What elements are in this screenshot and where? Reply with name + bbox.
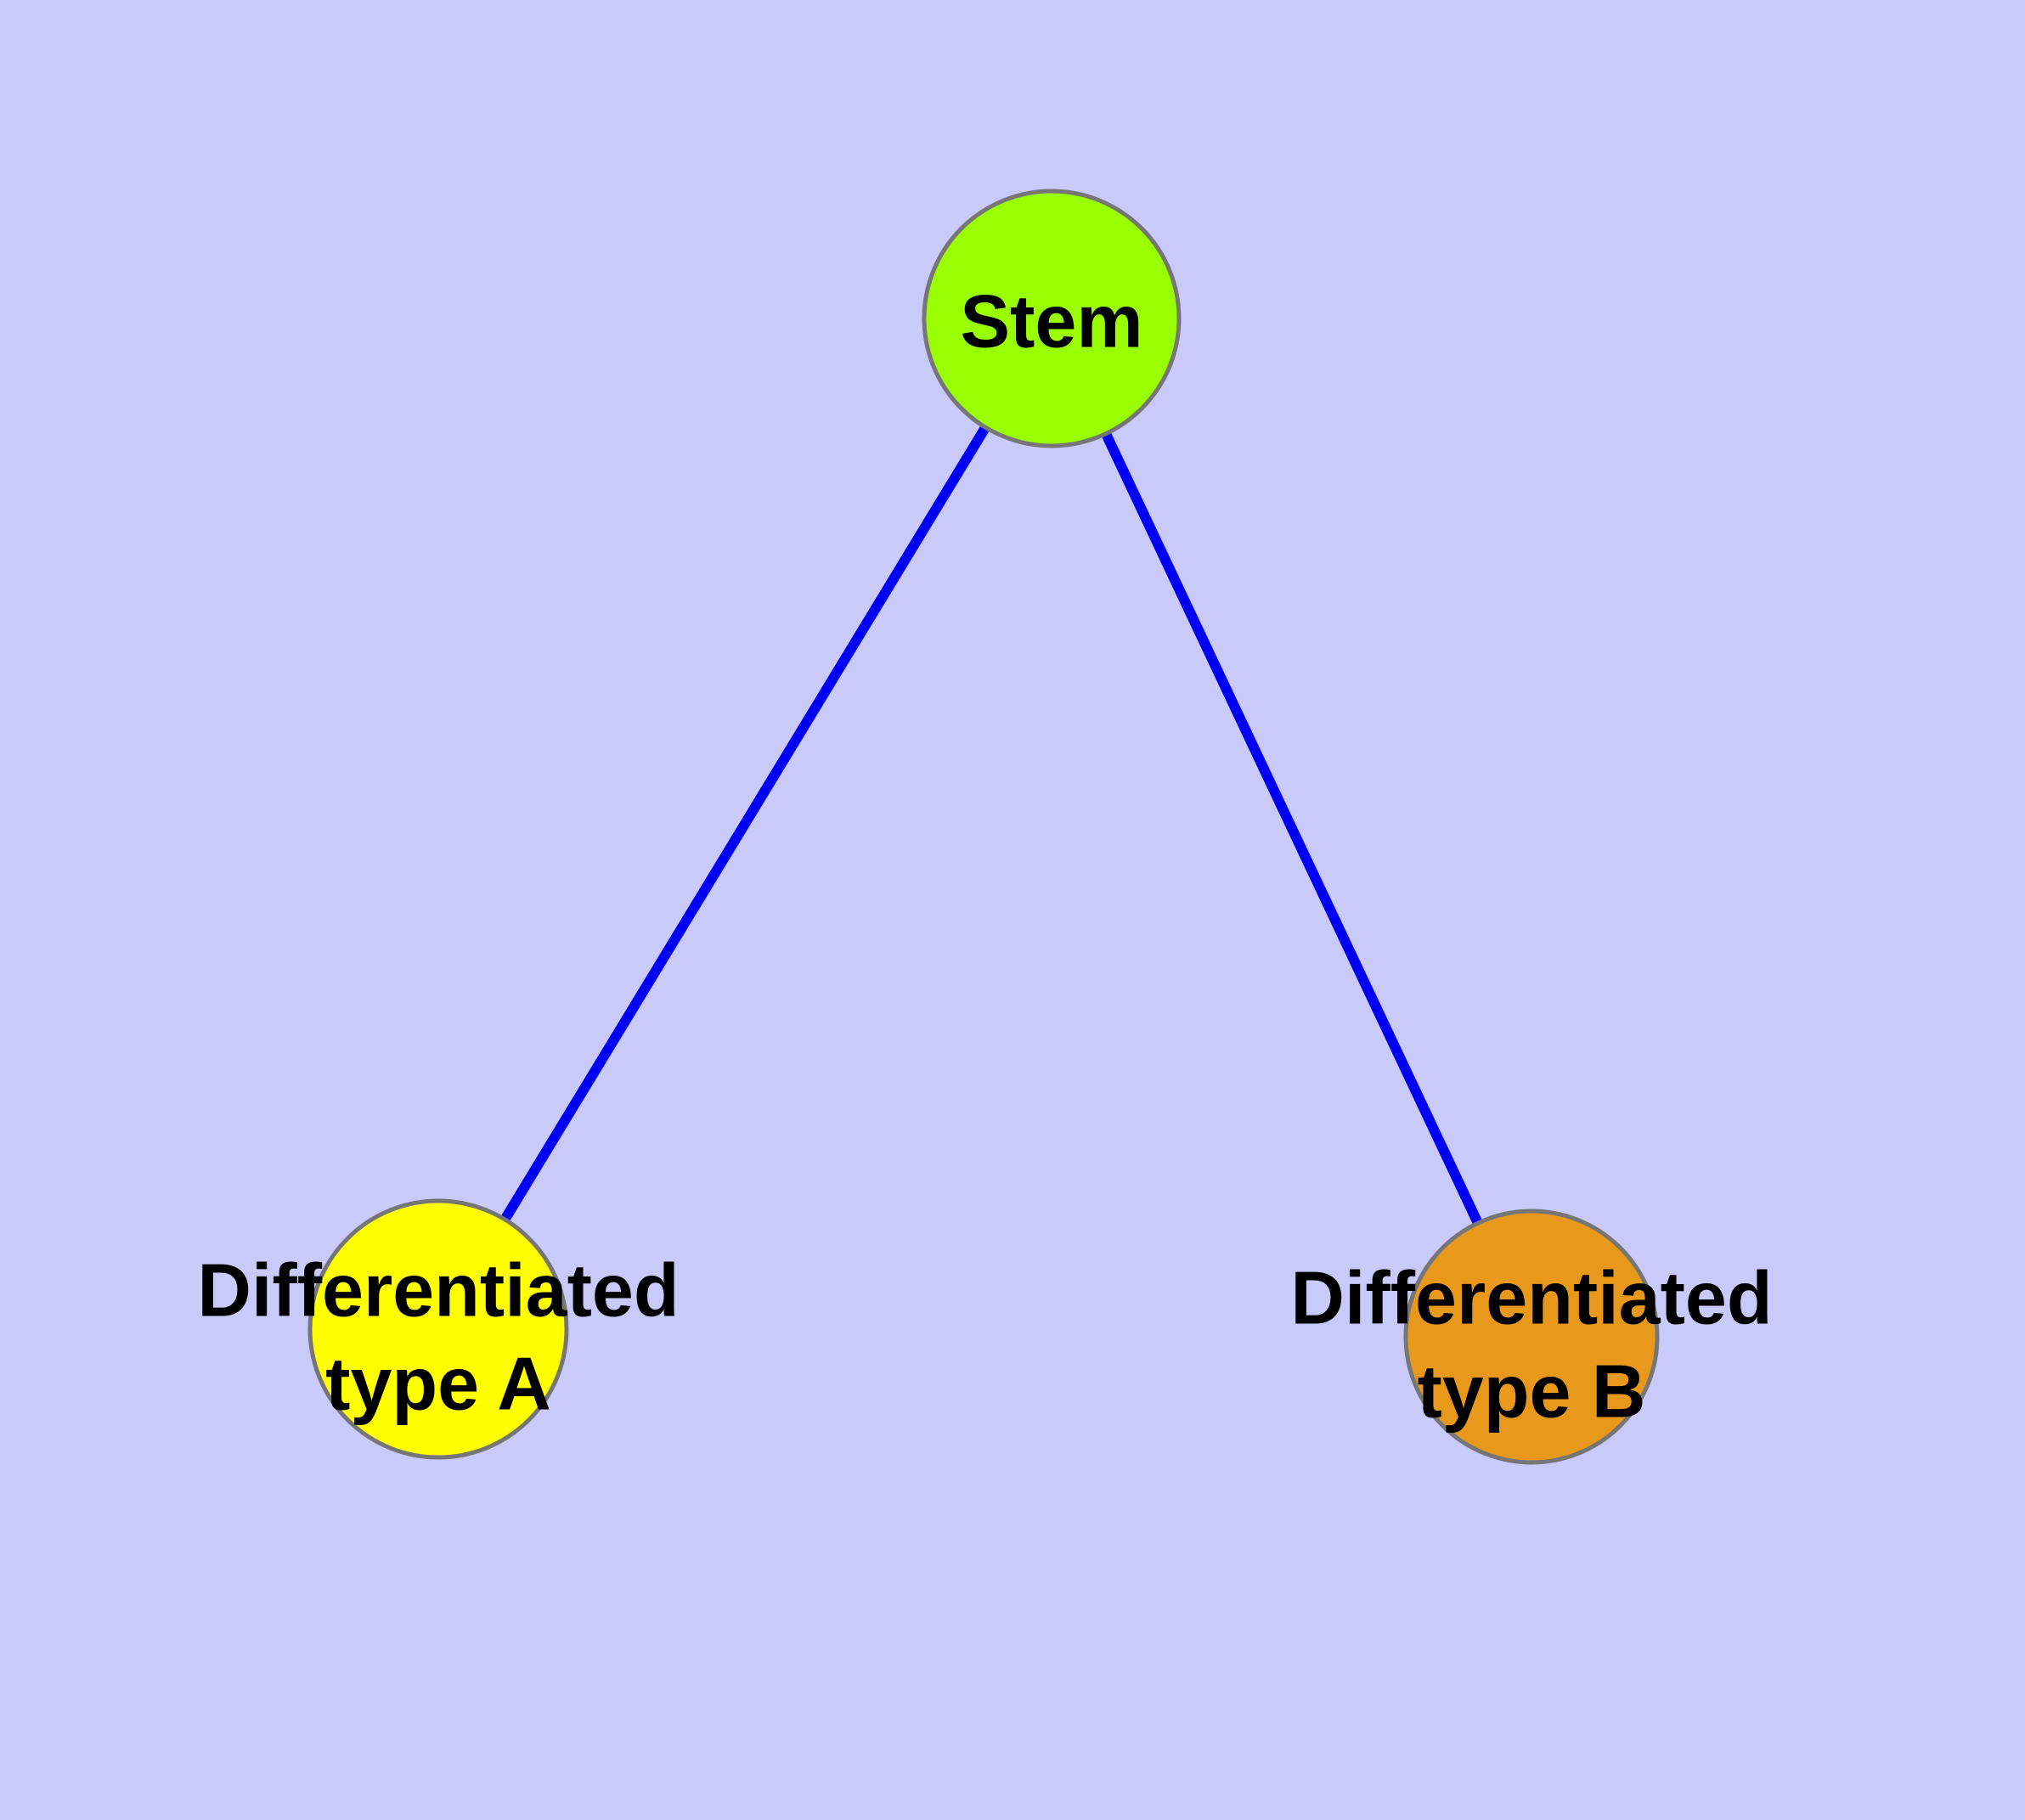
node-stem-circle: [922, 189, 1182, 448]
node-type-a-label-line1: Differentiated: [197, 1248, 679, 1333]
node-type-b-label-line2: type B: [1418, 1350, 1646, 1434]
edge-stem-to-type-a: [433, 315, 1057, 1333]
node-type-b-circle: [1403, 1209, 1660, 1465]
node-stem-label: Stem: [960, 279, 1142, 363]
edge-stem-to-type-b: [1046, 316, 1537, 1339]
node-type-b-label: Differentiated type B: [1290, 1256, 1772, 1434]
node-type-a-label: Differentiated type A: [197, 1248, 679, 1426]
node-type-a-circle: [307, 1198, 569, 1460]
node-type-b-label-line1: Differentiated: [1290, 1256, 1772, 1340]
node-type-a-label-line2: type A: [325, 1342, 551, 1426]
